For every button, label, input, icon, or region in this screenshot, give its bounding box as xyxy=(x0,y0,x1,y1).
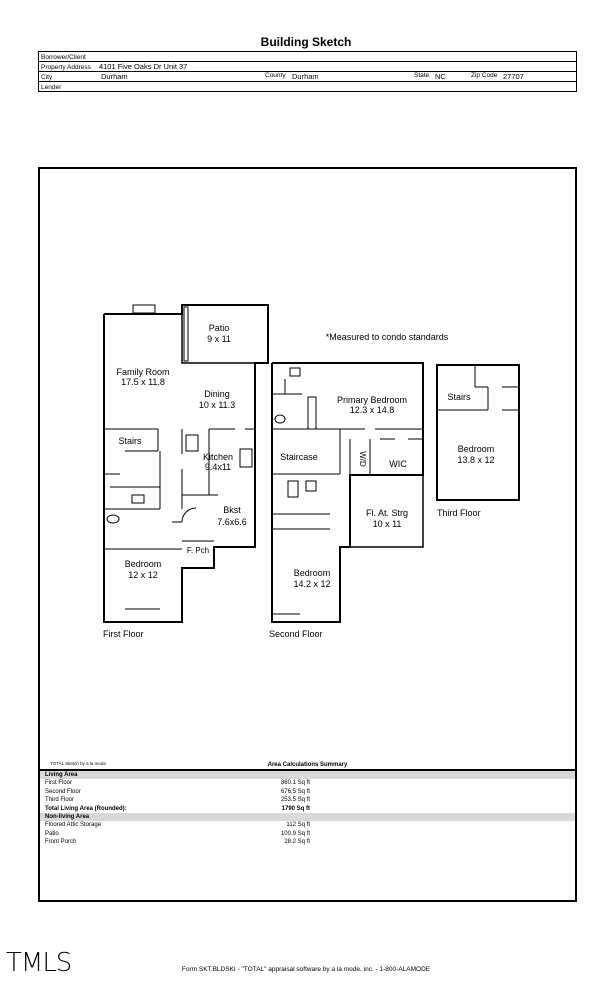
county-label: County xyxy=(265,72,286,79)
summary-row-label: Patio xyxy=(45,830,59,837)
form-footer: Form SKT.BLDSKI - "TOTAL" appraisal soft… xyxy=(181,966,431,973)
bkst-label: Bkst xyxy=(223,505,241,515)
attic-storage-label: Fl. At. Strg xyxy=(366,508,408,518)
summary-row-label: Floored Attic Storage xyxy=(45,822,102,829)
total-living-value: 1790 Sq ft xyxy=(281,805,310,812)
summary-row-label: Third Floor xyxy=(45,797,75,804)
living-area-header: Living Area xyxy=(40,771,575,780)
kitchen-label: Kitchen xyxy=(203,452,233,462)
sketch-frame: *Measured to condo standards Patio 9 x 1… xyxy=(38,167,577,902)
attic-storage-outline xyxy=(349,474,424,548)
city-label: City xyxy=(41,74,53,81)
family-room-label: Family Room xyxy=(116,367,169,377)
third-floor-label: Third Floor xyxy=(437,508,481,518)
primary-bedroom-label: Primary Bedroom xyxy=(337,395,407,405)
bkst-dim: 7.6x6.6 xyxy=(217,517,247,527)
address-value: 4101 Five Oaks Dr Unit 37 xyxy=(98,62,188,71)
borrower-row: Borrower/Client xyxy=(38,51,577,62)
summary-row-value: 676.5 Sq ft xyxy=(280,788,310,795)
bedroom-second-label: Bedroom xyxy=(294,568,331,578)
summary-row: Third Floor 253.5 Sq ft xyxy=(40,796,575,804)
page-title: Building Sketch xyxy=(260,35,352,49)
second-floor-label: Second Floor xyxy=(269,629,323,639)
tmls-logo: TMLS xyxy=(6,948,72,978)
bedroom-third-label: Bedroom xyxy=(458,444,495,454)
zip-value: 27707 xyxy=(503,72,524,81)
summary-row-label: First Floor xyxy=(45,780,72,787)
washer-dryer-label: W/D xyxy=(358,451,367,467)
state-label: State xyxy=(414,72,430,79)
area-summary: Living Area First Floor 860.1 Sq ft Seco… xyxy=(40,769,575,847)
summary-row: First Floor 860.1 Sq ft xyxy=(40,779,575,787)
sketch-credit: TOTAL Sketch by a la mode xyxy=(50,761,106,766)
address-row: Property Address 4101 Five Oaks Dr Unit … xyxy=(38,61,577,72)
summary-row-label: Second Floor xyxy=(45,788,81,795)
floor-plan: *Measured to condo standards Patio 9 x 1… xyxy=(103,304,520,639)
summary-title: Area Calculations Summary xyxy=(267,762,348,768)
summary-row: Patio 100.9 Sq ft xyxy=(40,830,575,838)
dining-dim: 10 x 11.3 xyxy=(199,400,235,410)
total-living-row: Total Living Area (Rounded): 1790 Sq ft xyxy=(40,805,575,813)
state-value: NC xyxy=(435,72,446,81)
patio-outline xyxy=(181,304,269,364)
staircase-label: Staircase xyxy=(280,452,318,462)
county-value: Durham xyxy=(292,72,319,81)
summary-row-label: Front Porch xyxy=(45,839,77,846)
lender-label: Lender xyxy=(41,84,62,91)
bedroom-second-dim: 14.2 x 12 xyxy=(293,579,330,589)
stairs-first-label: Stairs xyxy=(118,436,142,446)
stairs-third-label: Stairs xyxy=(447,392,471,402)
bedroom-first-label: Bedroom xyxy=(125,559,162,569)
summary-row: Floored Attic Storage 112 Sq ft xyxy=(40,821,575,829)
zip-label: Zip Code xyxy=(471,72,498,79)
kitchen-dim: 9.4x11 xyxy=(205,462,231,472)
city-row: City Durham County Durham State NC Zip C… xyxy=(38,71,577,82)
wic-label: WIC xyxy=(389,459,407,469)
attic-storage-dim: 10 x 11 xyxy=(373,519,402,529)
summary-row-value: 112 Sq ft xyxy=(286,822,310,829)
family-room-dim: 17.5 x 11.8 xyxy=(121,377,165,387)
nonliving-area-header: Non-living Area xyxy=(40,812,575,822)
borrower-label: Borrower/Client xyxy=(41,54,86,61)
patio-label: Patio xyxy=(209,323,230,333)
third-floor-outline xyxy=(436,364,520,501)
city-value: Durham xyxy=(101,72,128,81)
property-header-table: Borrower/Client Property Address 4101 Fi… xyxy=(38,51,577,92)
patio-dim: 9 x 11 xyxy=(207,334,231,344)
bedroom-first-dim: 12 x 12 xyxy=(128,570,158,580)
primary-bedroom-dim: 12.3 x 14.8 xyxy=(350,405,395,415)
summary-row-value: 860.1 Sq ft xyxy=(280,780,310,787)
bedroom-third-dim: 13.8 x 12 xyxy=(457,455,494,465)
summary-row: Front Porch 28.2 Sq ft xyxy=(40,838,575,846)
summary-row-value: 100.9 Sq ft xyxy=(280,830,310,837)
front-porch-label: F. Pch xyxy=(187,546,209,555)
summary-row-value: 253.5 Sq ft xyxy=(280,797,310,804)
dining-label: Dining xyxy=(204,389,230,399)
total-living-label: Total Living Area (Rounded): xyxy=(45,805,127,812)
summary-row-value: 28.2 Sq ft xyxy=(284,839,310,846)
summary-row: Second Floor 676.5 Sq ft xyxy=(40,788,575,796)
first-floor-label: First Floor xyxy=(103,629,144,639)
address-label: Property Address xyxy=(41,64,91,71)
lender-row: Lender xyxy=(38,81,577,92)
condo-note: *Measured to condo standards xyxy=(326,332,449,342)
